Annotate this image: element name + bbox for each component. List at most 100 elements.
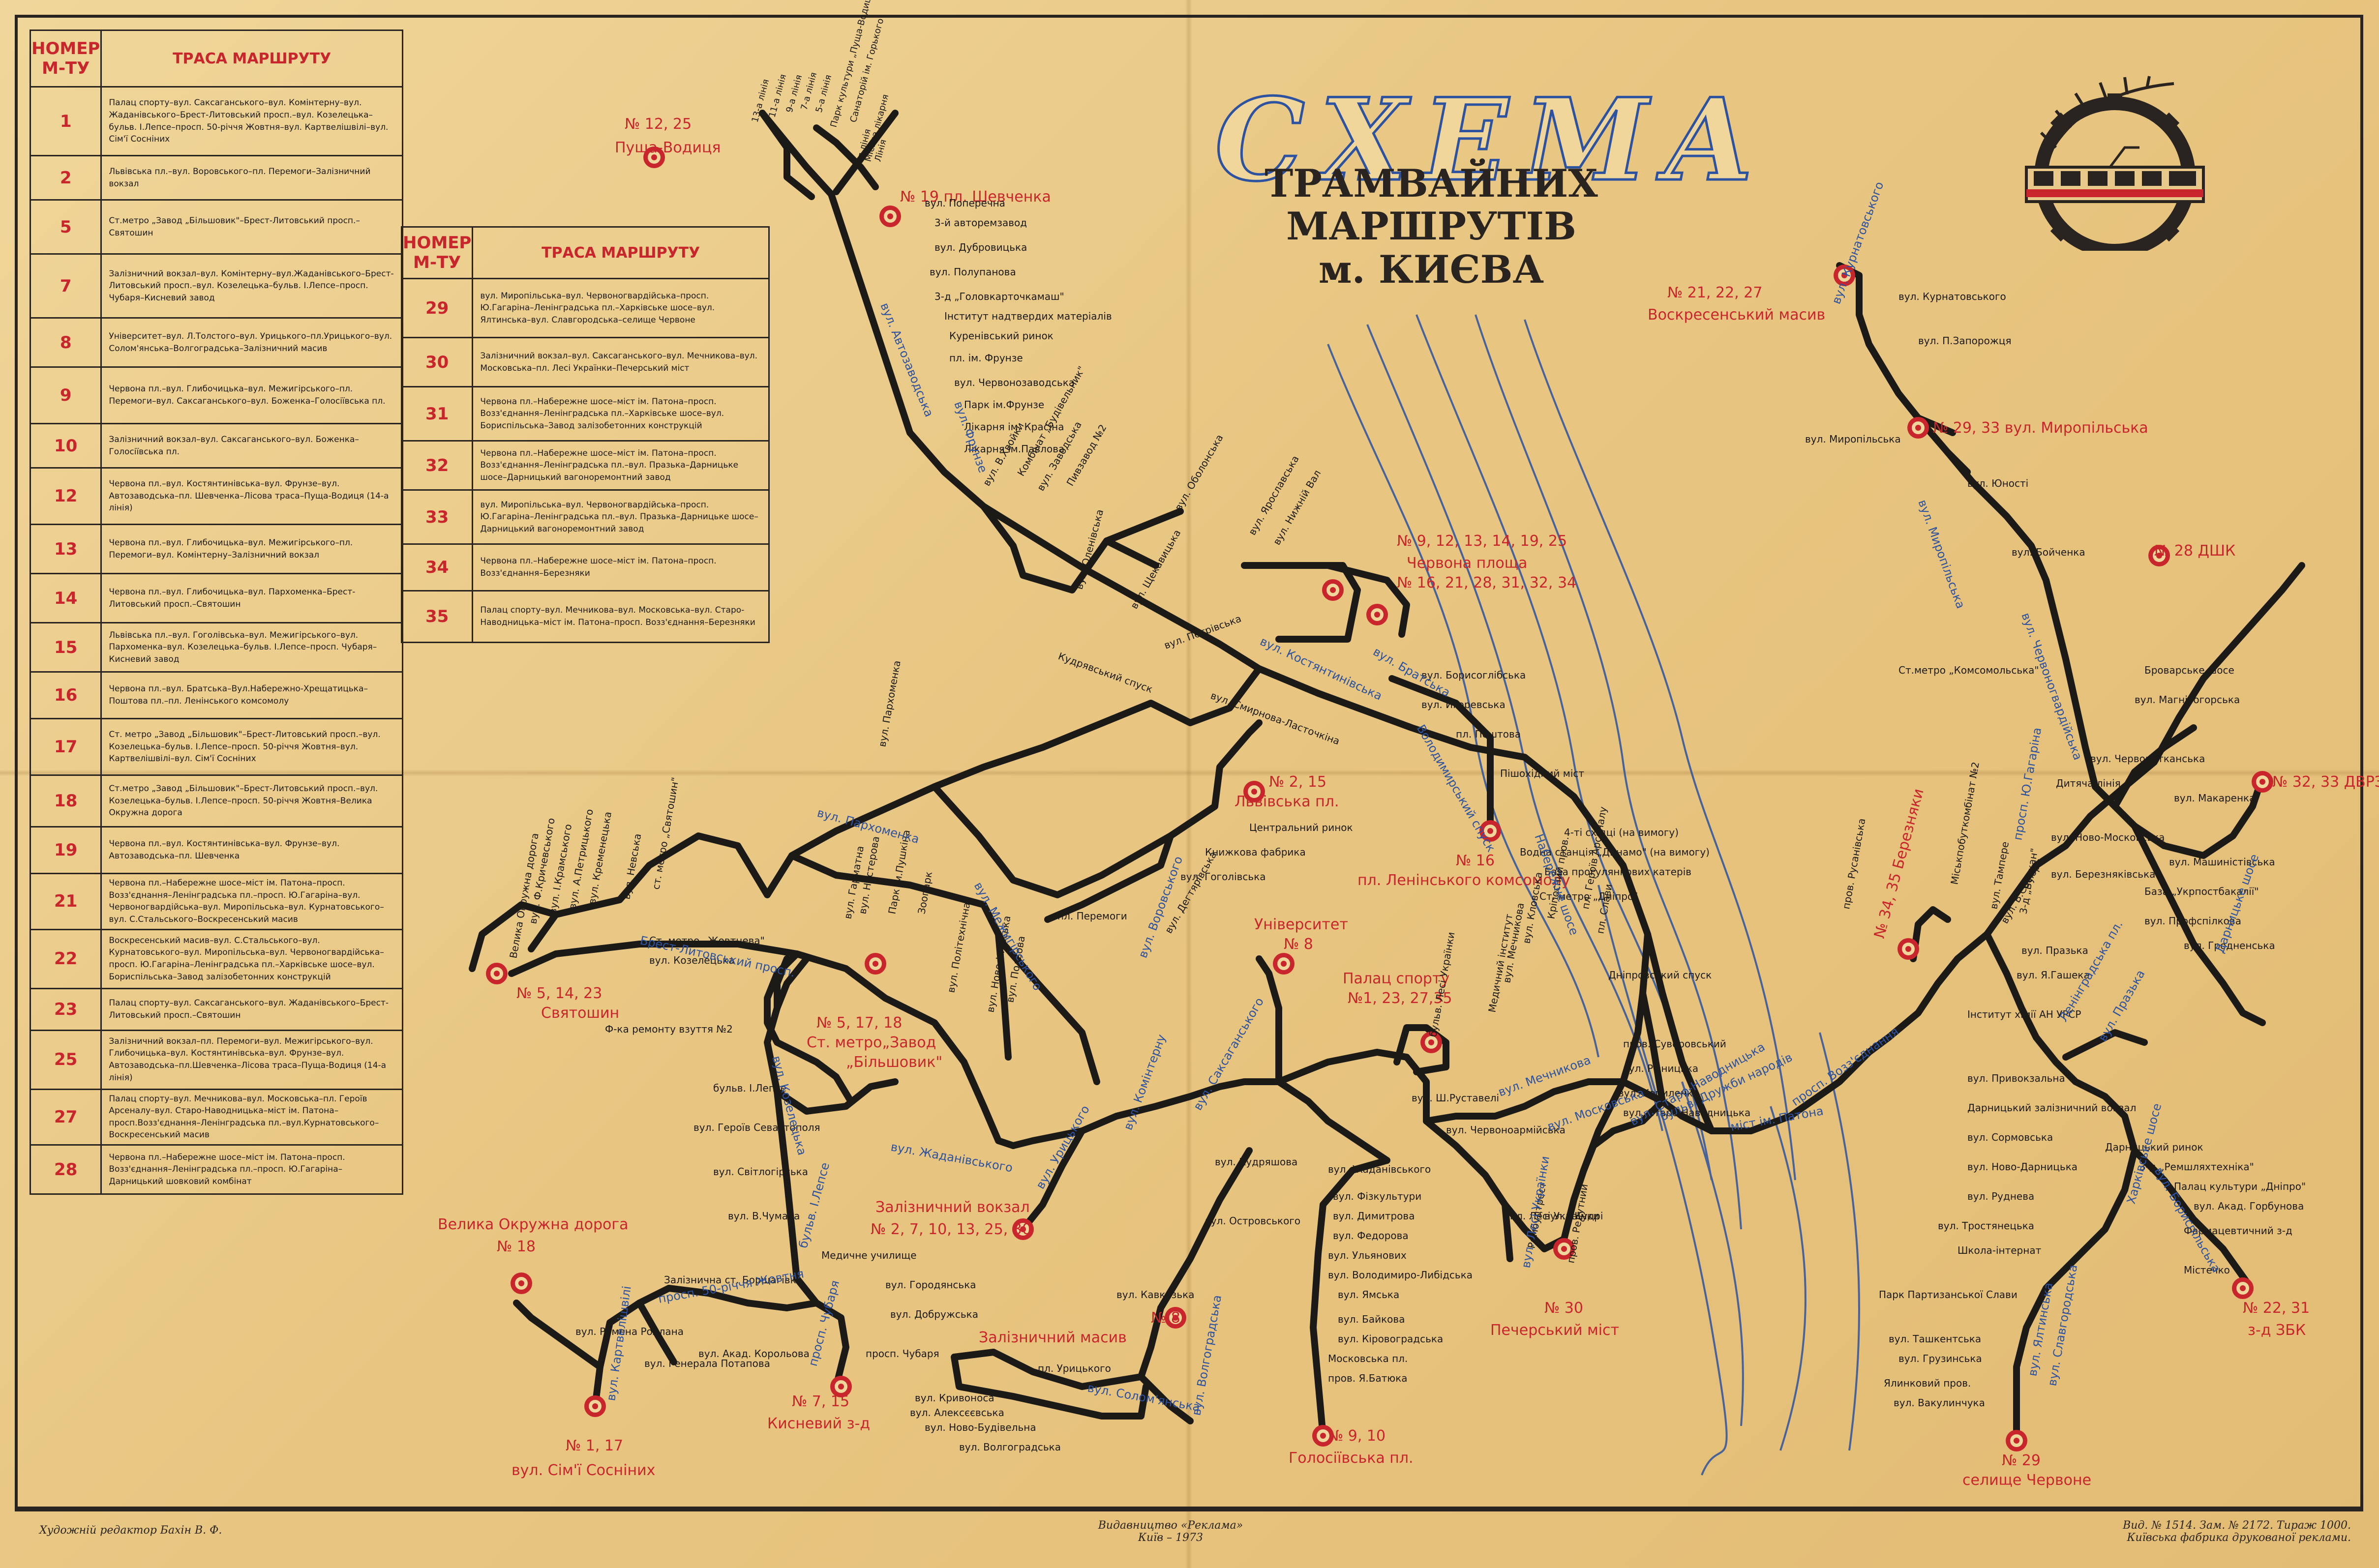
stop-label: вул. Федорова [1333,1230,1409,1242]
terminal-marker-dot [1428,1039,1434,1045]
route-number: 8 [29,317,102,368]
stop-label: вул. Борисоглібська [1421,669,1526,681]
terminal-label: Велика Окружна дорога [438,1216,628,1233]
stop-label: Інститут хімії АН УРСР [1967,1008,2081,1020]
stop-label: Ст. метро „Дніпро" [1539,890,1638,902]
terminal-label: вул. Сім'ї Сосніних [512,1462,655,1479]
stop-label: вул. Ташкентська [1889,1333,1981,1345]
stop-label: пл. Лесі Українки [1510,1210,1599,1222]
street-label: вул. Миропільська [1915,498,1967,610]
stop-label: 4-ті східці (на вимогу) [1564,827,1679,838]
terminal-marker-dot [1320,1433,1326,1439]
terminal-marker-dot [1915,425,1921,431]
route-description: Червона пл.–вул. Братська–Вул.Набережно-… [100,671,403,719]
terminal-marker-dot [1841,272,1847,278]
stop-label: вул. Юності [1967,477,2028,489]
stop-label: вул. Волгоградська [959,1441,1061,1453]
stop-label: Книжкова фабрика [1205,846,1306,858]
street-label: вул. Мечникова [1496,1053,1593,1099]
subtitle-line-3: м. КИЄВА [1318,247,1544,292]
terminal-marker-dot [873,961,878,967]
terminal-marker-dot [1330,587,1336,593]
route-number: 17 [29,718,102,776]
terminal-label: № 9, 12, 13, 14, 19, 25 [1397,533,1567,550]
stop-label: пл. Урицького [1038,1362,1111,1374]
terminal-label: Воскресенський масив [1648,306,1825,324]
stop-label: вул. Поперечна [925,197,1005,209]
route-description: Червона пл.–вул. Костянтинівська–вул. Фр… [100,826,403,874]
terminal-label: Львівська пл. [1235,793,1339,810]
terminal-label: № 1, 17 [566,1437,623,1454]
stop-label: пров. Суворовський [1623,1038,1726,1050]
tram-logo [2025,76,2205,251]
terminal-marker-dot [1173,1315,1178,1321]
route-number: 32 [400,440,474,491]
stop-label: Дніпровський спуск [1608,969,1712,981]
terminal-label: № 8 [1151,1309,1180,1327]
tram-lines [469,110,2305,1439]
street-label: просп. Ю.Гагаріна [2011,726,2044,841]
terminal-label: Залізничний вокзал [875,1199,1030,1216]
stop-label: вул. Сормовська [1967,1131,2053,1143]
stop-label: вул. Празька [2021,945,2088,956]
terminal-label: № 2, 15 [1269,773,1326,791]
route-number: 15 [29,622,102,673]
route-description: Червона пл.–Набережне шосе–міст ім. Пато… [100,1144,403,1195]
stop-label: вул. Козелецька [649,954,734,966]
stop-label: вул. Машиністівська [2169,856,2275,868]
stop-label: вул. П.Запорожця [1918,335,2012,347]
stop-label: Парк Партизанської Слави [1879,1289,2018,1301]
stop-label: Школа-інтернат [1957,1244,2042,1256]
terminal-marker-dot [2014,1438,2019,1444]
stop-label: вул. Ромена Роллана [575,1326,684,1337]
stop-label: Інститут надтвердих матеріалів [944,310,1112,322]
footer-publisher-name: Видавництво «Реклама» [1098,1519,1243,1532]
route-description: Палац спорту–вул. Мечникова–вул. Московс… [472,590,770,643]
street-label: вул. Пархоменка [815,806,921,846]
stop-label: База „Укрпостбакалії" [2144,886,2259,897]
stop-label: вул. Димитрова [1333,1210,1415,1222]
tram-icon [2025,146,2205,203]
terminal-label: № 22, 31 [2243,1300,2310,1317]
map-title: СХЕМА [1214,73,1770,208]
street-label: вул. Урицького [1033,1103,1092,1191]
stop-label: вул. Жаданівського [1328,1163,1431,1175]
stop-label: вул. Я.Гашека [2017,969,2090,981]
stop-label: Московська пл. [1328,1353,1408,1364]
street-label: вул. Саксаганського [1191,995,1266,1113]
route-number: 1 [29,86,102,156]
stop-label: вул. Червонозаводська [954,377,1075,388]
stop-label: пров. Я.Батюка [1328,1372,1408,1384]
route-number: 7 [29,253,102,319]
route-number: 25 [29,1029,102,1090]
terminal-label: № 29 [2002,1452,2041,1469]
terminal-marker-dot [887,213,893,219]
route-description: Залізничний вокзал–вул. Комінтерну–вул.Ж… [100,253,403,319]
terminal-label: № 29, 33 вул. Миропільська [1933,419,2148,437]
route-description: Університет–вул. Л.Толстого–вул. Урицько… [100,317,403,368]
terminal-label: Святошин [541,1005,619,1022]
route-number: 16 [29,671,102,719]
stop-label: вул. І.Кудрі [1544,1210,1603,1222]
terminal-label: Ст. метро„Завод [807,1034,936,1051]
stop-label: вул. Полупанова [930,266,1016,278]
stop-label: 3-й авторемзавод [934,217,1027,229]
stop-label: Водна станція „Динамо" (на вимогу) [1520,846,1710,858]
stop-label: Ст. метро „Жовтнева" [649,935,765,947]
stop-label: Палац культури „Дніпро" [2174,1181,2306,1192]
route-description: Червона пл.–вул. Глибочицька–вул. Межигі… [100,366,403,424]
terminal-label: Університет [1254,916,1348,933]
route-number: 12 [29,467,102,525]
terminal-label: Палац спорту [1343,970,1449,987]
stop-label: вул. Володимиро-Либідська [1328,1269,1473,1281]
route-description: Палац спорту–вул. Мечникова–вул. Московс… [100,1088,403,1146]
